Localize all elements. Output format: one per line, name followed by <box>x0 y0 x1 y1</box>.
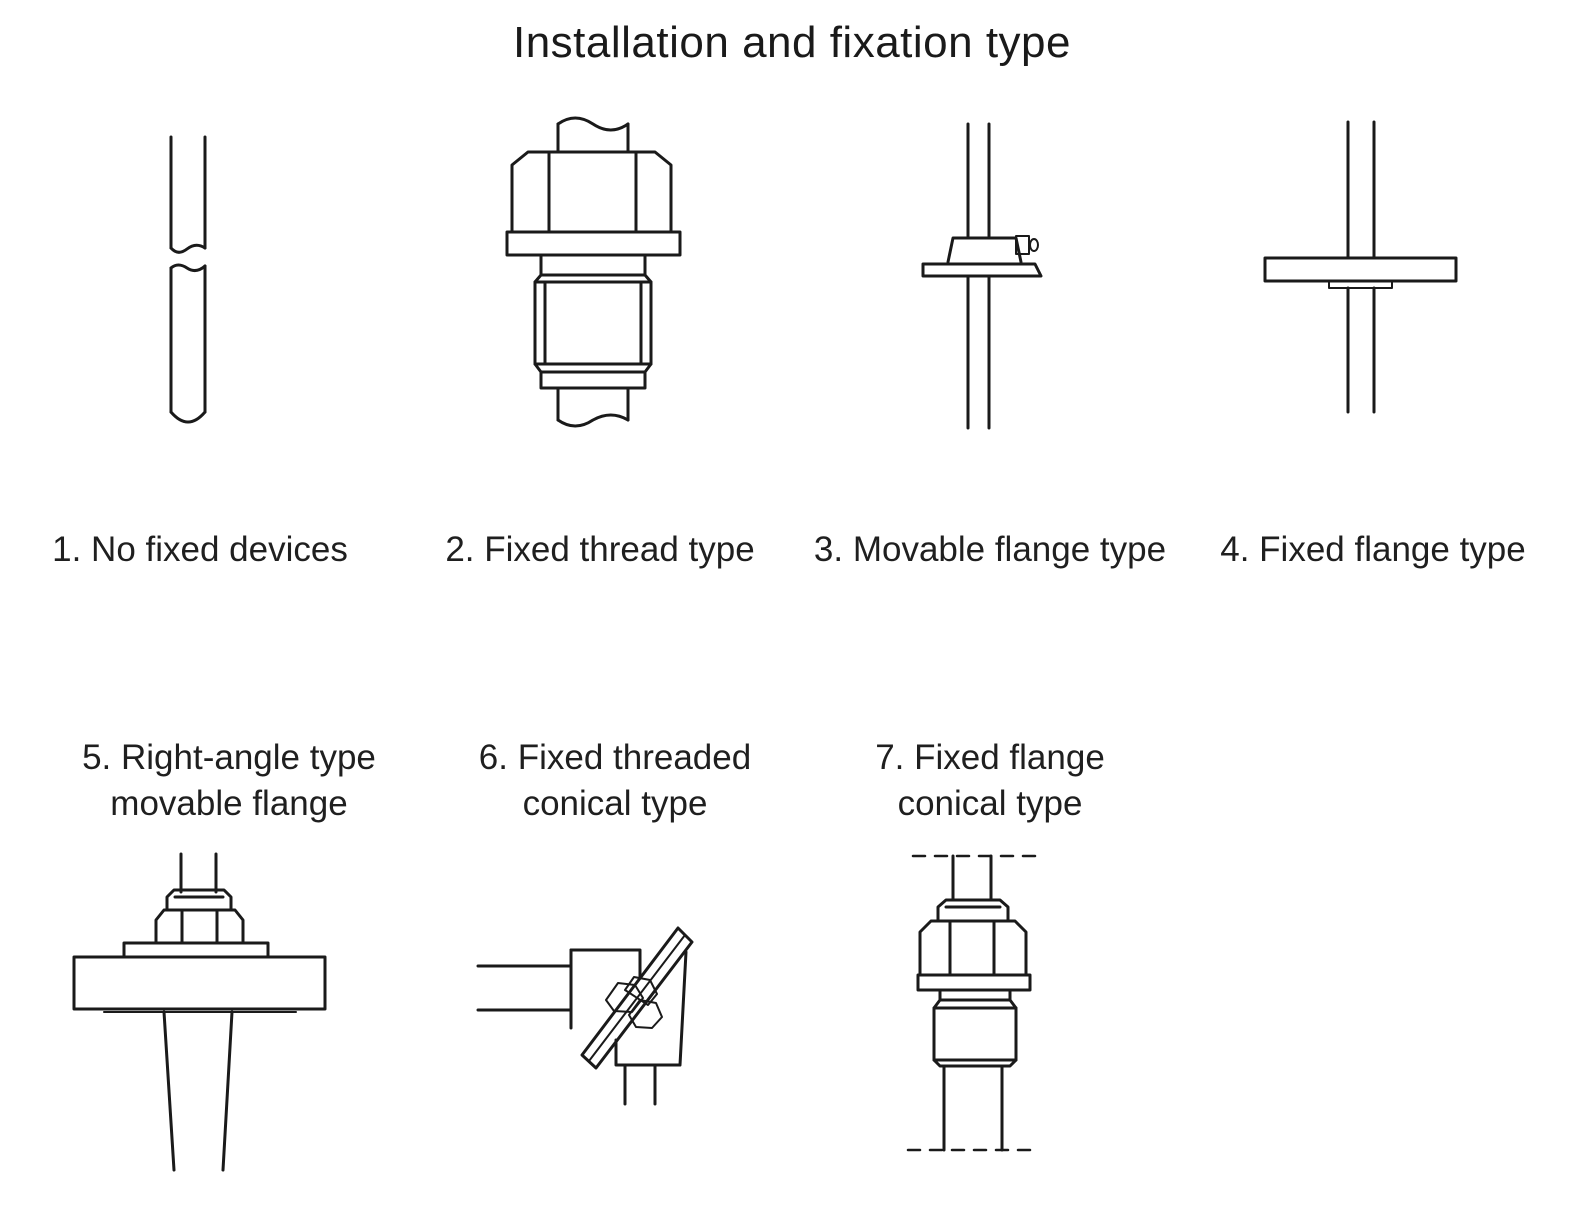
label-type-4: 4. Fixed flange type <box>1198 527 1548 573</box>
label-type-5: 5. Right-angle type movable flange <box>44 735 414 827</box>
drawing-fixed-flange-type <box>1263 120 1458 414</box>
drawing-no-fixed-devices <box>169 135 207 424</box>
label-type-1-line-1: 1. No fixed devices <box>52 530 348 569</box>
label-type-7: 7. Fixed flange conical type <box>815 735 1165 827</box>
label-type-6-line-1: 6. Fixed threaded <box>478 738 752 777</box>
label-type-4-line-1: 4. Fixed flange type <box>1220 530 1526 569</box>
label-type-6: 6. Fixed threaded conical type <box>430 735 800 827</box>
label-type-3-line-1: 3. Movable flange type <box>813 530 1167 569</box>
drawing-fixed-thread-type <box>505 116 682 428</box>
drawing-movable-flange-type <box>921 122 1043 430</box>
label-type-6-line-2: conical type <box>522 784 708 823</box>
label-type-5-line-1: 5. Right-angle type <box>82 738 376 777</box>
diagram-title: Installation and fixation type <box>512 18 1072 67</box>
label-type-7-line-1: 7. Fixed flange <box>875 738 1105 777</box>
label-type-2-line-1: 2. Fixed thread type <box>445 530 755 569</box>
label-type-7-line-2: conical type <box>897 784 1083 823</box>
label-type-1: 1. No fixed devices <box>20 527 380 573</box>
label-type-5-line-2: movable flange <box>110 784 348 823</box>
label-type-2: 2. Fixed thread type <box>420 527 780 573</box>
drawing-fixed-flange-conical-type <box>906 854 1040 1152</box>
drawing-fixed-threaded-conical-type <box>476 926 694 1106</box>
label-type-3: 3. Movable flange type <box>790 527 1190 573</box>
drawing-right-angle-movable-flange <box>72 852 327 1172</box>
